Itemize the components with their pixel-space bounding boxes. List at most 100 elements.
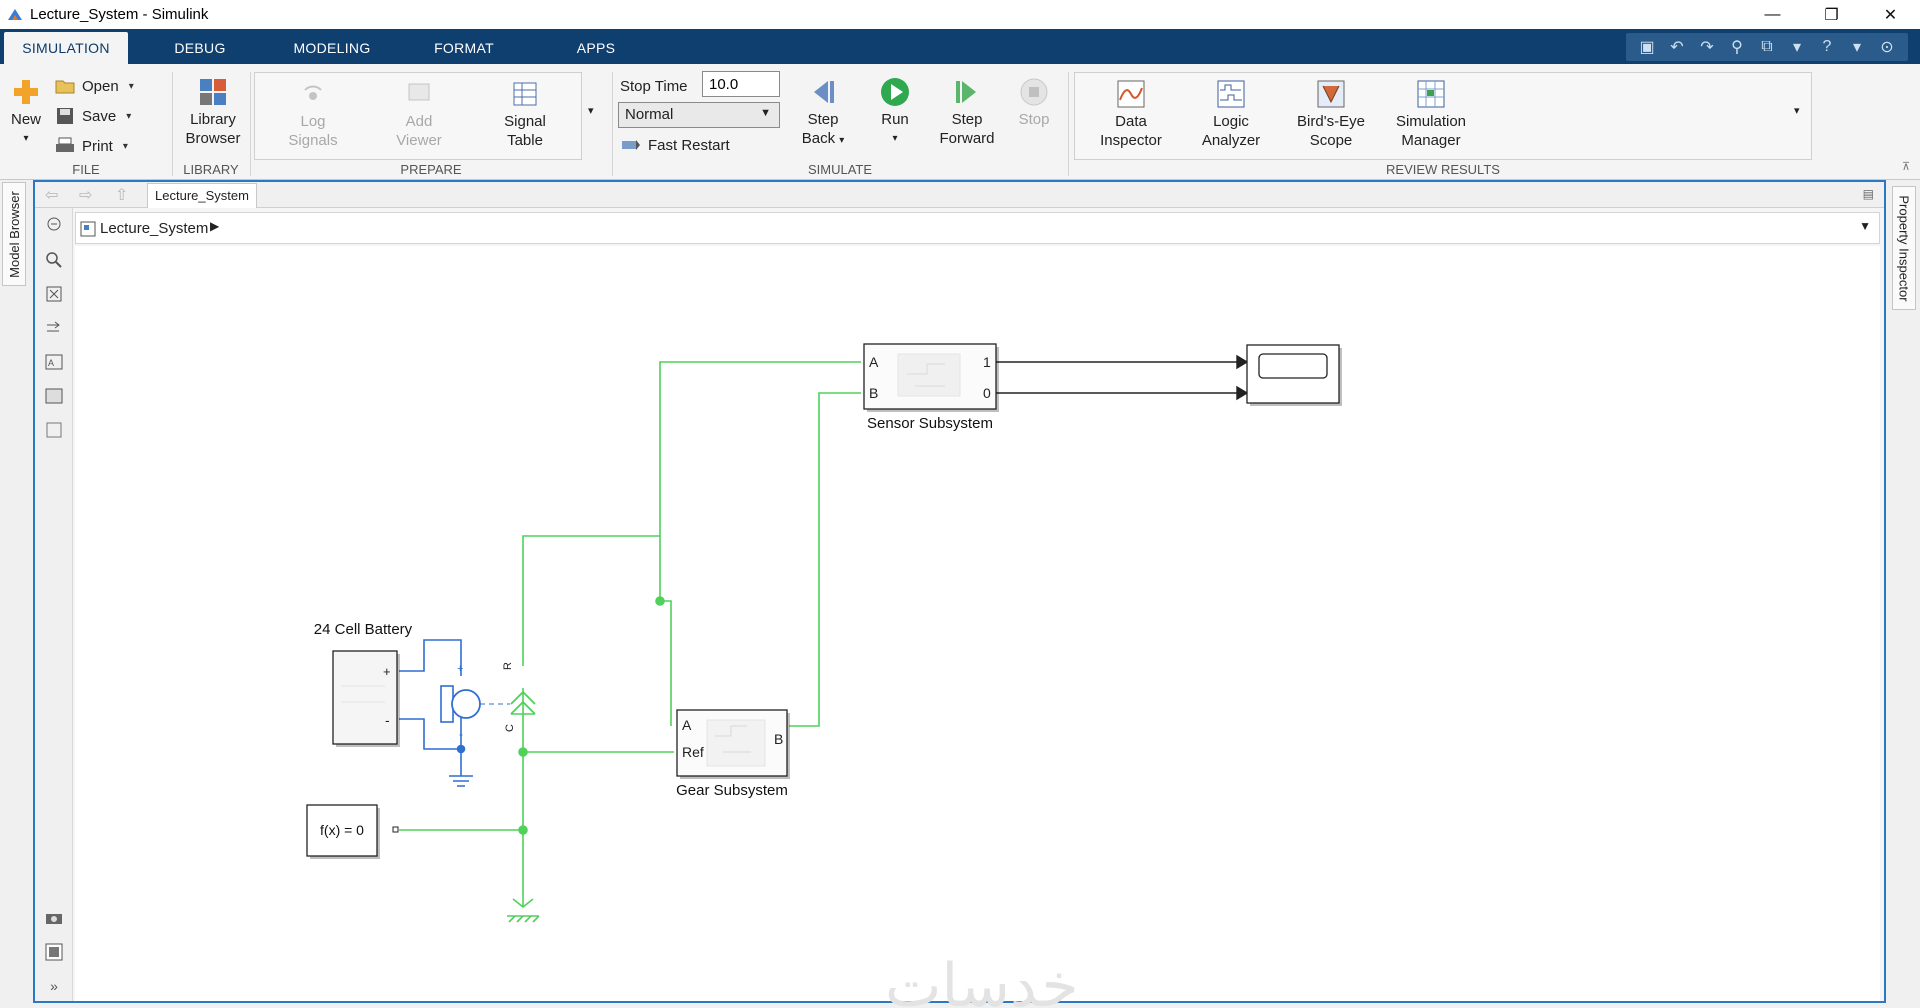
minimize-button[interactable]: — [1764, 5, 1781, 23]
canvas-toolbar: A » [35, 208, 73, 1001]
search-icon[interactable]: ⚲ [1731, 39, 1743, 56]
area-icon[interactable] [44, 420, 64, 440]
redo-icon[interactable]: ↷ [1700, 39, 1714, 56]
print-button[interactable]: Print▾ [54, 134, 128, 158]
forward-arrow-icon[interactable]: ⇨ [79, 187, 93, 204]
junction [518, 825, 528, 835]
tab-format[interactable]: FORMAT [434, 40, 494, 56]
stop-time-input[interactable] [702, 71, 780, 97]
sensor-subsystem-block[interactable] [863, 343, 999, 412]
tab-debug[interactable]: DEBUG [174, 40, 226, 56]
chevron-down-icon[interactable]: ▼ [1859, 219, 1871, 233]
battery-block[interactable] [332, 650, 400, 747]
mechanical-reference-block[interactable] [507, 898, 540, 923]
fit-to-view-icon[interactable] [44, 284, 64, 304]
scope-block[interactable] [1246, 344, 1342, 406]
diagram-canvas[interactable]: A B 1 0 Sensor Subsystem A [75, 246, 1880, 1008]
block-name-gear[interactable]: Gear Subsystem [676, 782, 788, 799]
close-button[interactable]: ✕ [1883, 6, 1898, 24]
electrical-line[interactable] [399, 639, 462, 676]
property-inspector-tab[interactable]: Property Inspector [1892, 186, 1916, 310]
image-icon[interactable] [44, 386, 64, 406]
logic-analyzer-icon [1214, 78, 1248, 110]
port-label: Ref [682, 744, 704, 760]
model-doc-tab[interactable]: Lecture_System [147, 183, 257, 208]
solver-label: f(x) = 0 [320, 822, 364, 838]
zoom-icon[interactable] [44, 250, 64, 270]
camera-icon[interactable] [44, 908, 64, 928]
fast-restart-button[interactable]: Fast Restart [620, 133, 730, 157]
connection-line[interactable] [659, 361, 861, 601]
annotation-icon[interactable]: A [44, 352, 64, 372]
watermark: خدسات [885, 951, 1079, 1008]
signal-table-button[interactable]: Signal Table [494, 78, 556, 150]
add-viewer-button[interactable]: Add Viewer [388, 78, 450, 150]
breadcrumb-item-model[interactable]: Lecture_System [100, 220, 209, 237]
electrical-ground [449, 775, 473, 787]
breadcrumb-arrow-icon[interactable]: ▶ [210, 219, 220, 233]
tab-simulation[interactable]: SIMULATION [4, 32, 128, 64]
fast-restart-icon [620, 135, 642, 155]
connection-line[interactable] [789, 392, 861, 727]
tab-modeling[interactable]: MODELING [293, 40, 371, 56]
group-label-simulate: SIMULATE [807, 162, 873, 177]
divider [250, 72, 251, 176]
model-data-icon[interactable] [44, 942, 64, 962]
logic-analyzer-button[interactable]: Logic Analyzer [1190, 78, 1272, 150]
divider [612, 72, 613, 176]
connection-line[interactable] [522, 535, 660, 666]
library-browser-button[interactable]: Library Browser [182, 76, 244, 148]
dc-motor-block[interactable] [440, 685, 510, 723]
birds-eye-scope-button[interactable]: Bird's-Eye Scope [1290, 78, 1372, 150]
step-back-button[interactable]: Step Back ▾ [796, 76, 850, 150]
prepare-expand-icon[interactable]: ▾ [588, 105, 594, 117]
simulation-mode-select[interactable]: Normal▼ [618, 102, 780, 128]
new-button[interactable]: New ▾ [6, 76, 46, 148]
port-label: A [682, 717, 692, 733]
tab-menu-icon[interactable]: ▤ [1862, 187, 1874, 201]
step-forward-button[interactable]: Step Forward [936, 76, 998, 148]
block-name-sensor[interactable]: Sensor Subsystem [867, 415, 993, 432]
divider [172, 72, 173, 176]
collapse-ribbon-icon[interactable]: ⊙ [1880, 39, 1894, 56]
electrical-line[interactable] [399, 716, 462, 750]
arrowhead [1236, 354, 1249, 370]
junction [655, 596, 665, 606]
ribbon-collapse-icon[interactable]: ⊼ [1901, 161, 1910, 173]
undo-icon[interactable]: ↶ [1670, 39, 1684, 56]
arrow-routing-icon[interactable] [44, 318, 64, 338]
block-diagram[interactable]: A B 1 0 Sensor Subsystem A [75, 246, 1880, 1001]
log-signals-button[interactable]: Log Signals [282, 78, 344, 150]
save-button[interactable]: Save▾ [54, 104, 131, 128]
simulation-manager-button[interactable]: Simulation Manager [1386, 78, 1476, 150]
help-icon[interactable]: ? [1822, 38, 1832, 55]
model-browser-tab[interactable]: Model Browser [2, 182, 26, 286]
chevron-down-icon[interactable]: ▾ [1852, 39, 1862, 56]
solver-config-block[interactable] [306, 804, 399, 859]
back-arrow-icon[interactable]: ⇦ [45, 187, 59, 204]
connection-line[interactable] [660, 600, 672, 726]
table-icon [508, 78, 542, 110]
restore-button[interactable]: ❐ [1824, 6, 1839, 24]
rotational-converter-block[interactable] [510, 690, 536, 715]
junction [456, 744, 466, 754]
block-name-battery[interactable]: 24 Cell Battery [314, 621, 413, 638]
chevron-down-icon[interactable]: ▾ [1792, 39, 1802, 56]
hide-show-explorer-icon[interactable] [44, 214, 64, 234]
run-button[interactable]: Run ▾ [868, 76, 922, 148]
up-arrow-icon[interactable]: ⇧ [115, 187, 129, 204]
gear-subsystem-block[interactable] [676, 709, 790, 779]
port-label: + [457, 663, 463, 675]
junction [518, 747, 528, 757]
stop-button[interactable]: Stop [1010, 76, 1058, 129]
data-inspector-button[interactable]: Data Inspector [1090, 78, 1172, 150]
tab-apps[interactable]: APPS [576, 40, 616, 56]
save-icon[interactable]: ▣ [1639, 39, 1655, 56]
layout-icon[interactable]: ⧉ [1761, 38, 1773, 55]
expand-icon[interactable]: » [50, 978, 58, 994]
review-expand-icon[interactable]: ▾ [1794, 105, 1800, 117]
ribbon: New ▾ Open▾ Save▾ Print▾ FILE Library Br… [0, 64, 1920, 180]
log-signals-icon [296, 78, 330, 110]
open-button[interactable]: Open▾ [54, 74, 134, 98]
port-label: 0 [983, 385, 991, 401]
